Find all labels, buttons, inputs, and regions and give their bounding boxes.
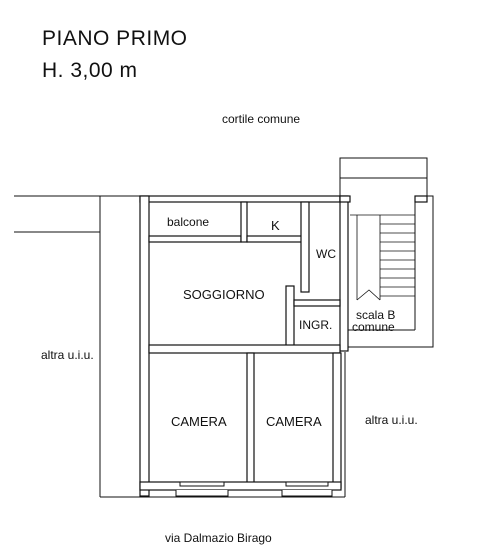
wc-label: WC	[316, 247, 336, 261]
entrance-label: INGR.	[299, 318, 332, 332]
wall-left	[139, 195, 150, 497]
balcony-label: balcone	[167, 215, 209, 229]
window-right-sill	[285, 481, 329, 487]
window-right	[281, 490, 333, 497]
stair-label-line2: comune	[352, 320, 395, 334]
stair-label-line1: scala B	[356, 308, 395, 322]
ceiling-height: H. 3,00 m	[42, 59, 138, 82]
wall-right	[339, 195, 349, 352]
kitchen-label: K	[271, 218, 280, 233]
wall-living-bottom	[148, 344, 341, 354]
wall-stair-right	[414, 195, 428, 203]
courtyard-label: cortile comune	[222, 112, 300, 126]
wall-top	[139, 195, 341, 203]
living-room-label: SOGGIORNO	[183, 287, 265, 302]
wall-kitchen-left	[240, 201, 248, 243]
window-left-sill	[179, 481, 225, 487]
wall-bedroom-divider	[246, 352, 255, 489]
plan-title: PIANO PRIMO	[42, 27, 188, 50]
wall-balcony-bottom	[148, 235, 242, 243]
wall-wc-bottom	[293, 299, 341, 307]
wall-entrance-left	[285, 285, 295, 347]
window-left	[175, 490, 229, 497]
wall-stair-left	[339, 195, 351, 203]
wall-bedroom-right	[332, 352, 342, 489]
neighbor-right-label: altra u.i.u.	[365, 413, 418, 427]
neighbor-left-label: altra u.i.u.	[41, 348, 94, 362]
bedroom-left-label: CAMERA	[171, 414, 227, 429]
wall-kitchen-bottom	[246, 235, 308, 243]
stair-treads	[350, 214, 415, 301]
wall-bottom	[139, 481, 342, 491]
street-label: via Dalmazio Birago	[165, 531, 272, 545]
wall-kitchen-right	[300, 201, 310, 293]
bedroom-right-label: CAMERA	[266, 414, 322, 429]
